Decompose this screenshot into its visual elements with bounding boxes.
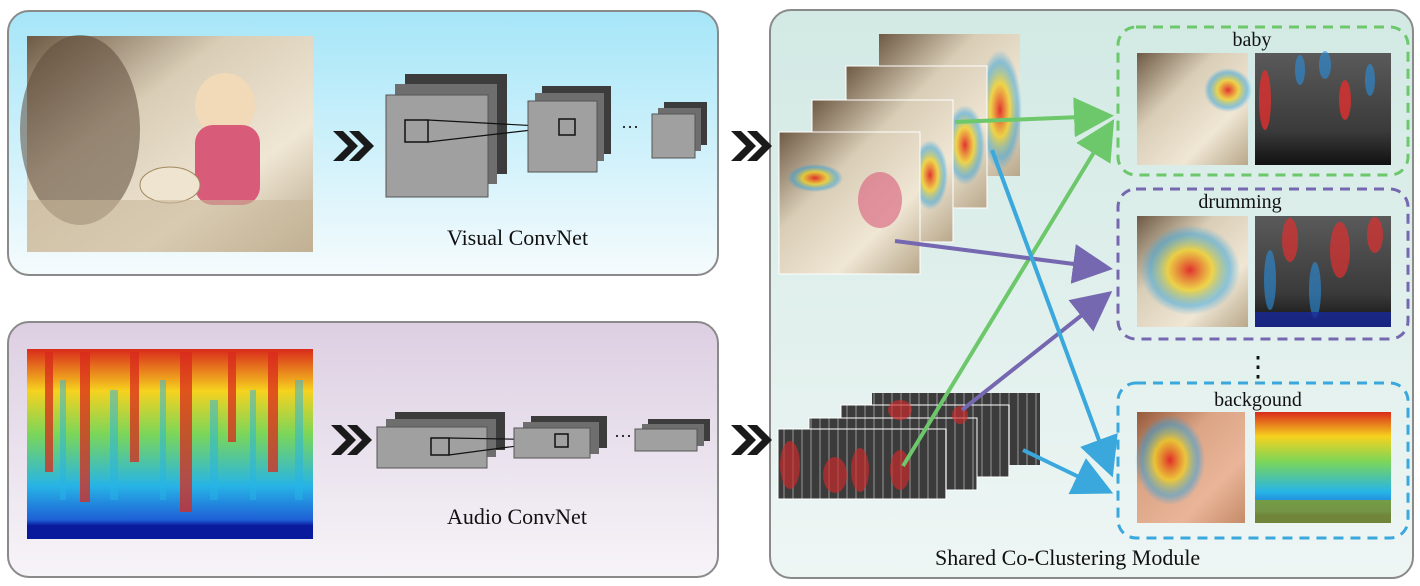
input-video-frame [20, 35, 313, 252]
cluster-label-baby: baby [1233, 29, 1272, 51]
audio-ellipsis: ··· [614, 426, 632, 446]
cluster-label-background: backgound [1214, 389, 1302, 411]
visual-convnet-caption: Visual ConvNet [447, 225, 589, 250]
audio-activation-stack [777, 393, 1040, 500]
cluster-baby: baby [1116, 25, 1410, 177]
visual-feature-map-medium [527, 86, 611, 173]
visual-feature-map-small [651, 102, 707, 159]
cluster-background: backgound [1116, 381, 1410, 540]
audio-feature-map-small [634, 419, 710, 452]
chevron-arrow-icon [731, 425, 772, 455]
cluster-label-drumming: drumming [1198, 191, 1281, 213]
visual-activation-stack [778, 34, 1022, 275]
chevron-arrow-icon [731, 131, 772, 161]
cluster-ellipsis: ⋮ [1244, 352, 1272, 383]
cluster-drumming: drumming [1116, 187, 1410, 341]
co-clustering-caption: Shared Co-Clustering Module [935, 545, 1201, 570]
chevron-arrow-icon [333, 131, 374, 161]
visual-ellipsis: ··· [621, 117, 639, 137]
chevron-arrow-icon [331, 425, 372, 455]
audio-convnet-caption: Audio ConvNet [447, 504, 587, 529]
audio-feature-map-medium [513, 416, 607, 459]
assignment-arrows [894, 97, 1118, 495]
input-audio-spectrogram [27, 349, 313, 539]
visual-feature-map-large [385, 74, 507, 198]
audio-feature-map-large [376, 412, 505, 469]
